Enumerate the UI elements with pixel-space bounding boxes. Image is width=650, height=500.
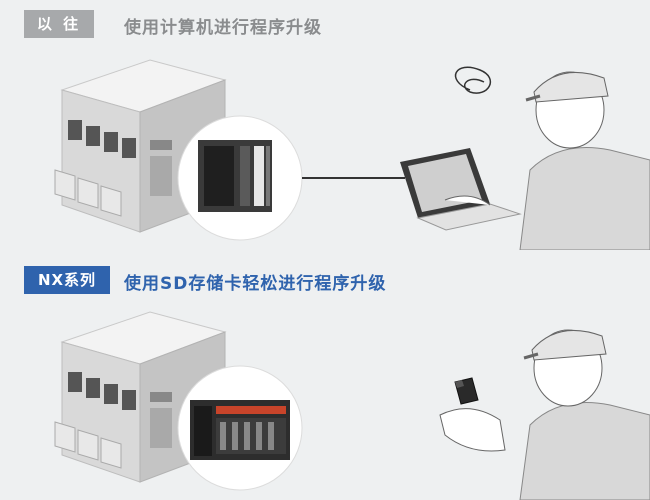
person-illustration — [439, 329, 650, 500]
nx-illustration — [54, 311, 650, 500]
laptop-illustration — [400, 148, 522, 231]
nx-tag: NX系列 — [24, 266, 110, 294]
controller-zoom — [177, 115, 303, 241]
nx-heading: 使用SD存储卡轻松进行程序升级 — [124, 274, 387, 294]
previous-heading: 使用计算机进行程序升级 — [124, 18, 322, 38]
sd-card-icon — [454, 377, 479, 405]
previous-illustration — [54, 59, 650, 250]
nx-method-section: NX系列 使用SD存储卡轻松进行程序升级 — [0, 250, 650, 500]
previous-method-section: 以 往 使用计算机进行程序升级 — [24, 10, 650, 250]
nx-controller-zoom — [177, 365, 303, 491]
person-illustration — [444, 66, 650, 250]
previous-tag: 以 往 — [24, 10, 94, 38]
